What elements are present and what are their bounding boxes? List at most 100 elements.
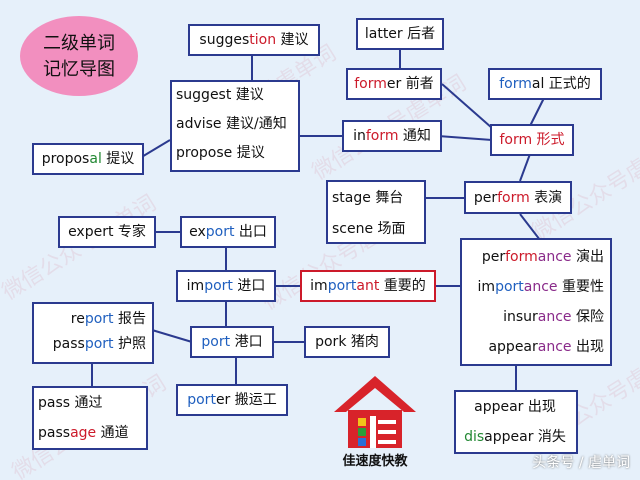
word-segment: al 正式的: [531, 76, 591, 92]
word-segment: form: [365, 128, 399, 144]
word-segment: form 形式: [499, 132, 565, 148]
word-line: appearance 出现: [462, 338, 610, 356]
word-segment: ance: [537, 249, 572, 265]
word-segment: al: [89, 151, 102, 167]
word-segment: ant: [356, 278, 380, 294]
node-import: import 进口: [176, 270, 276, 302]
word-line: perform 表演: [466, 189, 570, 207]
word-segment: ex: [189, 224, 206, 240]
word-segment: 进口: [232, 278, 266, 294]
word-segment: form: [499, 76, 532, 92]
word-segment: ance: [537, 309, 572, 325]
word-segment: 保险: [571, 309, 604, 325]
word-line: performance 演出: [462, 248, 610, 266]
word-line: important 重要的: [302, 277, 434, 295]
house-logo-icon: [334, 376, 416, 448]
word-segment: im: [186, 278, 205, 294]
word-line: insurance 保险: [462, 308, 610, 326]
word-segment: 建议: [276, 32, 309, 48]
word-segment: im: [477, 279, 496, 295]
word-line: former 前者: [348, 75, 440, 93]
word-segment: stage 舞台: [332, 190, 404, 206]
word-segment: 出现: [571, 339, 604, 355]
word-segment: pass: [38, 425, 71, 441]
word-segment: pass: [52, 336, 85, 352]
word-segment: form: [505, 249, 538, 265]
word-segment: per: [481, 249, 506, 265]
word-line: inform 通知: [344, 127, 440, 145]
word-segment: appear: [488, 339, 538, 355]
node-perform: perform 表演: [464, 181, 572, 214]
word-line: passage 通道: [34, 424, 146, 442]
word-segment: pork 猪肉: [315, 334, 379, 350]
word-segment: age: [70, 425, 97, 441]
word-line: export 出口: [182, 223, 274, 241]
word-segment: port: [495, 279, 524, 295]
word-segment: 重要的: [379, 278, 426, 294]
logo-text: 佳速度快教: [342, 454, 408, 469]
word-line: formal 正式的: [490, 75, 600, 93]
node-pass-group: pass 通过 passage 通道: [32, 386, 148, 450]
brand-logo: 佳速度快教: [330, 372, 420, 472]
word-segment: dis: [464, 429, 485, 445]
word-segment: form: [497, 189, 530, 206]
word-line: passport 护照: [34, 335, 152, 353]
word-segment: suggest 建议: [176, 87, 264, 103]
title-line-1: 二级单词: [43, 33, 115, 54]
word-segment: port: [84, 336, 114, 352]
node-pork: pork 猪肉: [304, 326, 390, 358]
node-appear-group: appear 出现 disappear 消失: [454, 390, 578, 454]
word-segment: scene 场面: [332, 221, 406, 237]
word-segment: 表演: [529, 189, 563, 206]
word-line: port 港口: [192, 333, 272, 351]
word-segment: sugges: [199, 32, 250, 48]
word-segment: latter 后者: [364, 26, 436, 42]
node-porter: porter 搬运工: [176, 384, 288, 416]
word-line: pork 猪肉: [306, 333, 388, 351]
word-segment: 通道: [96, 425, 129, 441]
word-segment: im: [310, 278, 328, 294]
word-line: appear 出现: [456, 398, 576, 416]
word-line: proposal 提议: [34, 150, 142, 168]
node-proposal: proposal 提议: [32, 143, 144, 175]
word-segment: ance: [523, 279, 558, 295]
word-line: form 形式: [492, 131, 572, 149]
word-segment: port: [201, 334, 231, 350]
word-segment: 提议: [101, 151, 135, 167]
word-segment: 演出: [571, 249, 604, 265]
word-segment: per: [473, 189, 498, 206]
word-segment: advise 建议/通知: [176, 116, 287, 132]
title-line-2: 记忆导图: [43, 59, 115, 80]
word-line: import 进口: [178, 277, 274, 295]
node-expert: expert 专家: [58, 216, 156, 248]
word-line: latter 后者: [358, 25, 442, 43]
word-segment: 护照: [113, 336, 146, 352]
word-segment: port: [204, 278, 233, 294]
word-segment: re: [70, 311, 85, 327]
word-line: porter 搬运工: [178, 391, 286, 409]
word-line: expert 专家: [60, 223, 154, 241]
word-segment: tion: [249, 32, 277, 48]
word-line: suggestion 建议: [190, 31, 318, 49]
word-segment: 港口: [230, 334, 263, 350]
title-ellipse: 二级单词 记忆导图: [20, 16, 138, 96]
word-segment: port: [187, 392, 216, 408]
word-segment: er 前者: [386, 76, 434, 92]
word-segment: 通知: [398, 128, 431, 144]
word-line: disappear 消失: [456, 428, 576, 446]
word-segment: 重要性: [557, 279, 604, 295]
word-segment: er 搬运工: [215, 392, 277, 408]
word-segment: port: [327, 278, 357, 294]
word-line: advise 建议/通知: [172, 115, 298, 133]
word-line: suggest 建议: [172, 86, 298, 104]
word-line: report 报告: [34, 310, 152, 328]
word-segment: in: [353, 128, 366, 144]
word-line: scene 场面: [328, 220, 424, 238]
word-line: importance 重要性: [462, 278, 610, 296]
word-segment: expert 专家: [68, 224, 146, 240]
word-segment: insur: [503, 309, 538, 325]
word-segment: pass 通过: [38, 395, 103, 411]
